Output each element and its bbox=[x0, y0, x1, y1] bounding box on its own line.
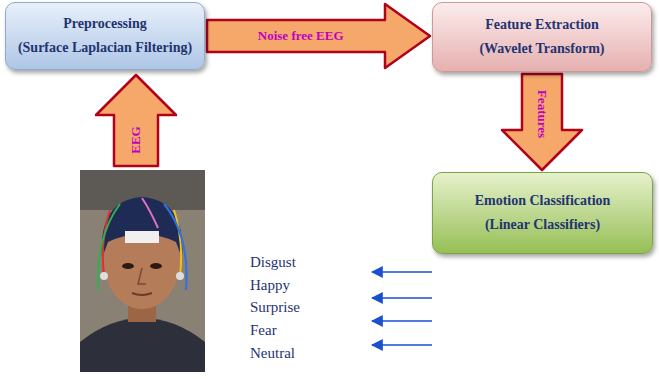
emotion-label: Fear bbox=[250, 322, 277, 339]
output-arrow bbox=[372, 297, 432, 299]
subject-eye bbox=[150, 263, 162, 269]
ear-electrode bbox=[100, 272, 108, 280]
subject-mouth bbox=[132, 293, 152, 295]
process-box: Emotion Classification (Linear Classifier… bbox=[432, 172, 653, 254]
emotion-label: Neutral bbox=[250, 345, 295, 362]
block-arrow bbox=[502, 74, 582, 170]
electrode-wire bbox=[142, 198, 158, 228]
electrode-wire bbox=[103, 210, 110, 276]
arrow-label: Noise free EEG bbox=[258, 28, 344, 44]
node-text: (Surface Laplacian Filtering) bbox=[18, 39, 192, 57]
subject-nose bbox=[138, 268, 146, 284]
emotion-label: Disgust bbox=[250, 254, 296, 271]
emotion-label: Happy bbox=[250, 277, 290, 294]
block-arrow bbox=[207, 4, 430, 68]
node-text: Preprocessing bbox=[63, 15, 146, 33]
output-arrow bbox=[372, 271, 432, 273]
input-block-arrow bbox=[96, 75, 176, 166]
node-text: (Linear Classifiers) bbox=[485, 216, 600, 234]
electrode-wire bbox=[164, 204, 187, 290]
photo-background bbox=[80, 170, 205, 372]
node-text: (Wavelet Transform) bbox=[479, 40, 604, 58]
output-arrow bbox=[372, 344, 432, 346]
ear-electrode bbox=[176, 272, 184, 280]
node-text: Feature Extraction bbox=[485, 16, 599, 34]
forehead-electrode bbox=[125, 231, 159, 243]
process-box: Preprocessing (Surface Laplacian Filterin… bbox=[5, 2, 205, 70]
signal-label: EEG bbox=[128, 126, 144, 153]
electrode-wire bbox=[98, 204, 120, 290]
output-arrows bbox=[372, 272, 432, 345]
emotion-label: Surprise bbox=[250, 299, 300, 316]
output-arrow bbox=[372, 320, 432, 322]
subject-body bbox=[80, 318, 205, 372]
subject-eye bbox=[122, 263, 134, 269]
electrode-cap bbox=[102, 197, 183, 258]
node-text: Emotion Classification bbox=[475, 192, 611, 210]
process-box: Feature Extraction (Wavelet Transform) bbox=[432, 2, 652, 72]
arrow-label: Features bbox=[534, 90, 550, 138]
eeg-subject-photo bbox=[80, 170, 205, 372]
